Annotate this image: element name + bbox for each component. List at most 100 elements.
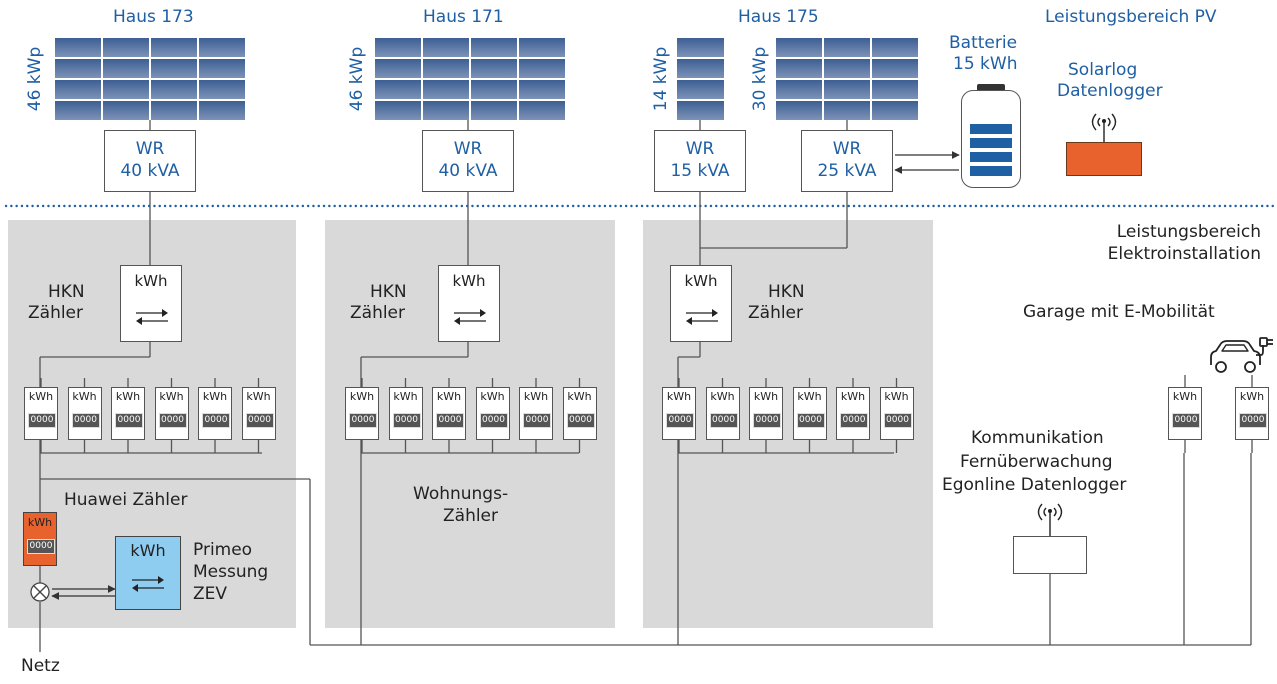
display-value: 0000 xyxy=(525,415,549,425)
meter-unit: kWh xyxy=(710,390,735,403)
display-value: 0000 xyxy=(248,415,271,425)
meter-unit: kWh xyxy=(480,390,505,403)
inverter-haus-175-a: WR 15 kVA xyxy=(654,130,746,192)
pv-panel xyxy=(471,80,517,99)
pv-panel xyxy=(55,38,101,57)
kwp-label-175-a: 14 kWp xyxy=(651,46,671,112)
pv-panel xyxy=(103,59,149,78)
primeo-label-3: ZEV xyxy=(193,584,228,604)
meter-display: 0000 xyxy=(566,413,595,428)
display-value: 0000 xyxy=(29,541,53,551)
pv-panel xyxy=(824,59,870,78)
meter-unit: kWh xyxy=(202,390,228,403)
pv-panel xyxy=(519,101,565,120)
komm-label-3: Egonline Datenlogger xyxy=(942,475,1127,495)
house-title-175: Haus 175 xyxy=(738,7,819,27)
meter-display: 0000 xyxy=(245,413,274,428)
pv-panel xyxy=(824,38,870,57)
bidirectional-arrow-icon xyxy=(454,309,486,325)
solarlog-label-line1: Solarlog xyxy=(1068,60,1138,80)
meter-display: 0000 xyxy=(1239,413,1267,428)
meter-display: 0000 xyxy=(392,413,421,428)
meter-unit: kWh xyxy=(349,390,375,403)
inverter-rating: 15 kVA xyxy=(670,161,730,181)
wohnung-label-1: Wohnungs- xyxy=(413,484,509,504)
primeo-meter: kWh xyxy=(115,536,181,610)
meter-unit: kWh xyxy=(1239,390,1265,403)
meter-unit: kWh xyxy=(72,390,97,403)
meter-unit: kWh xyxy=(797,390,822,403)
display-value: 0000 xyxy=(395,415,418,425)
display-value: 0000 xyxy=(886,415,909,425)
pv-panel xyxy=(151,59,197,78)
display-value: 0000 xyxy=(30,415,54,425)
pv-panel xyxy=(519,59,565,78)
pv-panel xyxy=(423,38,469,57)
pv-panel xyxy=(423,59,469,78)
meter-display: 0000 xyxy=(71,413,100,428)
pv-panel xyxy=(375,80,421,99)
pv-panel xyxy=(677,80,724,99)
hkn-label-171-2: Zähler xyxy=(350,303,406,323)
komm-datalogger xyxy=(1013,536,1087,574)
pv-panel xyxy=(471,38,517,57)
meter-display: 0000 xyxy=(709,413,738,428)
pv-array-haus-171 xyxy=(375,38,565,120)
pv-panel xyxy=(423,80,469,99)
pv-panel xyxy=(151,101,197,120)
primeo-unit: kWh xyxy=(130,541,166,560)
pv-array-haus-175-a xyxy=(677,38,724,120)
apartment-meter: kWh 0000 xyxy=(705,387,740,440)
pv-panel xyxy=(375,38,421,57)
primeo-label-1: Primeo xyxy=(193,540,253,560)
solarlog-wifi-icon xyxy=(1091,113,1117,142)
pv-panel xyxy=(776,80,822,99)
battery-label-line2: 15 kWh xyxy=(953,54,1018,74)
hkn-label-175-1: HKN xyxy=(768,282,805,302)
meter-unit: kWh xyxy=(115,390,141,403)
display-value: 0000 xyxy=(799,415,822,425)
display-value: 0000 xyxy=(1241,415,1265,425)
pv-panel xyxy=(423,101,469,120)
bidirectional-arrow-icon xyxy=(132,576,164,592)
wohnung-label-2: Zähler xyxy=(443,506,499,526)
pv-panel xyxy=(151,38,197,57)
battery-label-line1: Batterie xyxy=(949,33,1018,53)
pv-panel xyxy=(103,38,149,57)
solarlog-device xyxy=(1066,142,1142,176)
section-label-elektro-1: Leistungsbereich xyxy=(1116,222,1261,242)
apartment-meter: kWh 0000 xyxy=(1235,387,1269,440)
kwp-label-175-b: 30 kWp xyxy=(750,46,770,112)
apartment-meter: kWh 0000 xyxy=(792,387,827,440)
pv-panel xyxy=(199,59,245,78)
inverter-haus-175-b: WR 25 kVA xyxy=(801,130,893,192)
pv-panel xyxy=(199,101,245,120)
apartment-meter: kWh 0000 xyxy=(388,387,423,440)
hkn-label-173-2: Zähler xyxy=(28,303,84,323)
display-value: 0000 xyxy=(438,415,462,425)
inverter-rating: 40 kVA xyxy=(438,161,498,181)
meter-display: 0000 xyxy=(158,413,187,428)
display-value: 0000 xyxy=(351,415,375,425)
pv-panel xyxy=(776,38,822,57)
pv-panel xyxy=(375,101,421,120)
meter-display: 0000 xyxy=(796,413,825,428)
pv-panel xyxy=(776,101,822,120)
meter-display: 0000 xyxy=(883,413,912,428)
house-title-173: Haus 173 xyxy=(113,7,194,27)
komm-wifi-icon xyxy=(1037,503,1063,538)
meter-unit: kWh xyxy=(393,390,418,403)
hkn-meter-175: kWh xyxy=(670,265,732,342)
hkn-label-171-1: HKN xyxy=(370,282,407,302)
meter-unit: kWh xyxy=(884,390,909,403)
